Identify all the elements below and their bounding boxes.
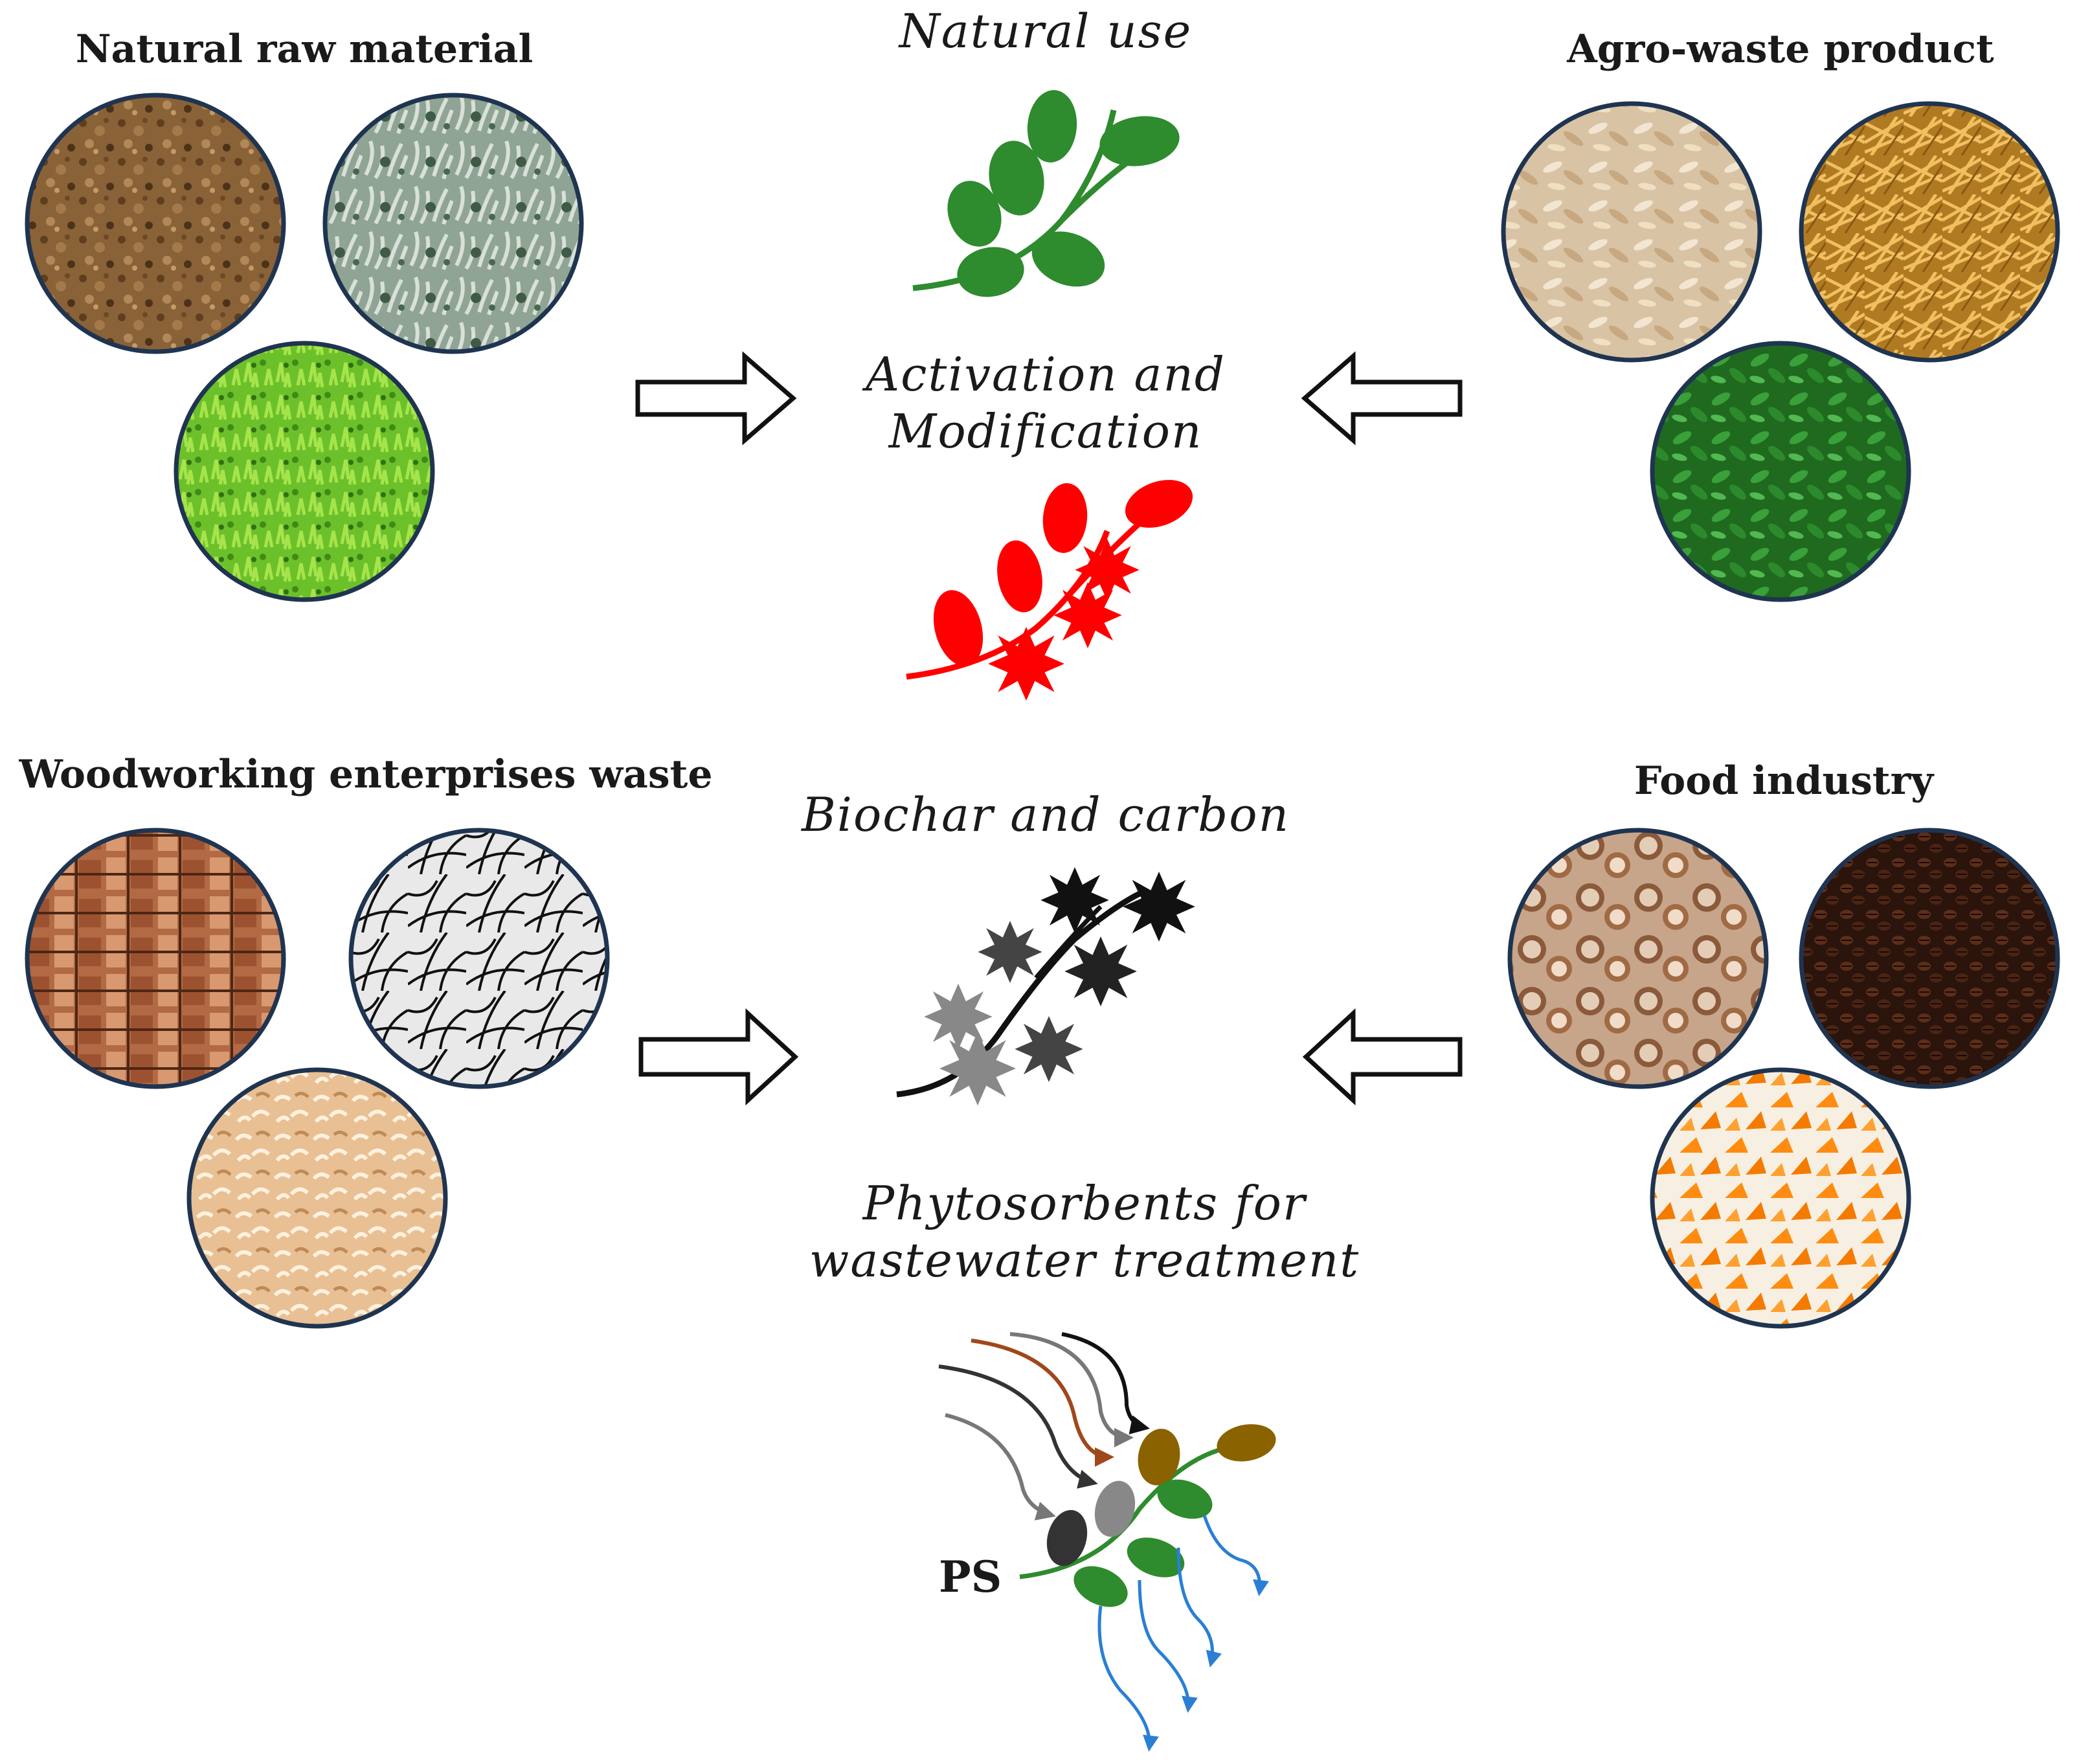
biochar-leaf-icon [896, 867, 1195, 1105]
activation-line-2: Modification [888, 403, 1203, 458]
ps-label: PS [939, 1552, 1002, 1602]
sawdust-image [189, 1070, 445, 1326]
biochar-carbon-label: Biochar and carbon [802, 787, 1290, 842]
natural-use-label: Natural use [899, 4, 1193, 58]
phytosorbents-label: Phytosorbents for wastewater treatment [809, 1175, 1360, 1289]
natural-raw-material-images [25, 93, 584, 602]
straw-image [1801, 104, 2058, 360]
phyto-line-2: wastewater treatment [809, 1232, 1360, 1287]
arrow-right-bottom [638, 1008, 799, 1105]
modified-leaf-icon [906, 480, 1193, 701]
woodworking-waste-label: Woodworking enterprises waste [19, 752, 713, 797]
branches-image [351, 830, 607, 1087]
soil-image [27, 95, 284, 352]
arrow-left-top [1301, 351, 1463, 446]
bark-image [27, 830, 284, 1087]
moss-image [176, 343, 433, 600]
food-industry-label: Food industry [1634, 758, 1934, 804]
agro-waste-product-label: Agro-waste product [1567, 27, 1994, 72]
phyto-line-1: Phytosorbents for [862, 1176, 1307, 1230]
arrow-right-top [635, 351, 797, 446]
natural-leaf-icon [912, 90, 1180, 297]
woodworking-waste-images [25, 828, 610, 1329]
activation-modification-label: Activation and Modification [866, 346, 1226, 460]
tea-leaves-image [1652, 343, 1909, 600]
rice-husk-image [1503, 104, 1760, 360]
lichen-image [325, 95, 581, 352]
coffee-beans-image [1801, 830, 2058, 1087]
natural-raw-material-label: Natural raw material [75, 27, 534, 72]
agro-waste-images [1501, 101, 2060, 602]
orange-peel-image [1652, 1070, 1909, 1326]
arrow-left-bottom [1302, 1008, 1463, 1105]
food-industry-images [1507, 828, 2060, 1329]
phytosorbent-icon [938, 1332, 1276, 1752]
activation-line-1: Activation and [866, 347, 1226, 401]
coconut-shell-image [1510, 830, 1766, 1087]
